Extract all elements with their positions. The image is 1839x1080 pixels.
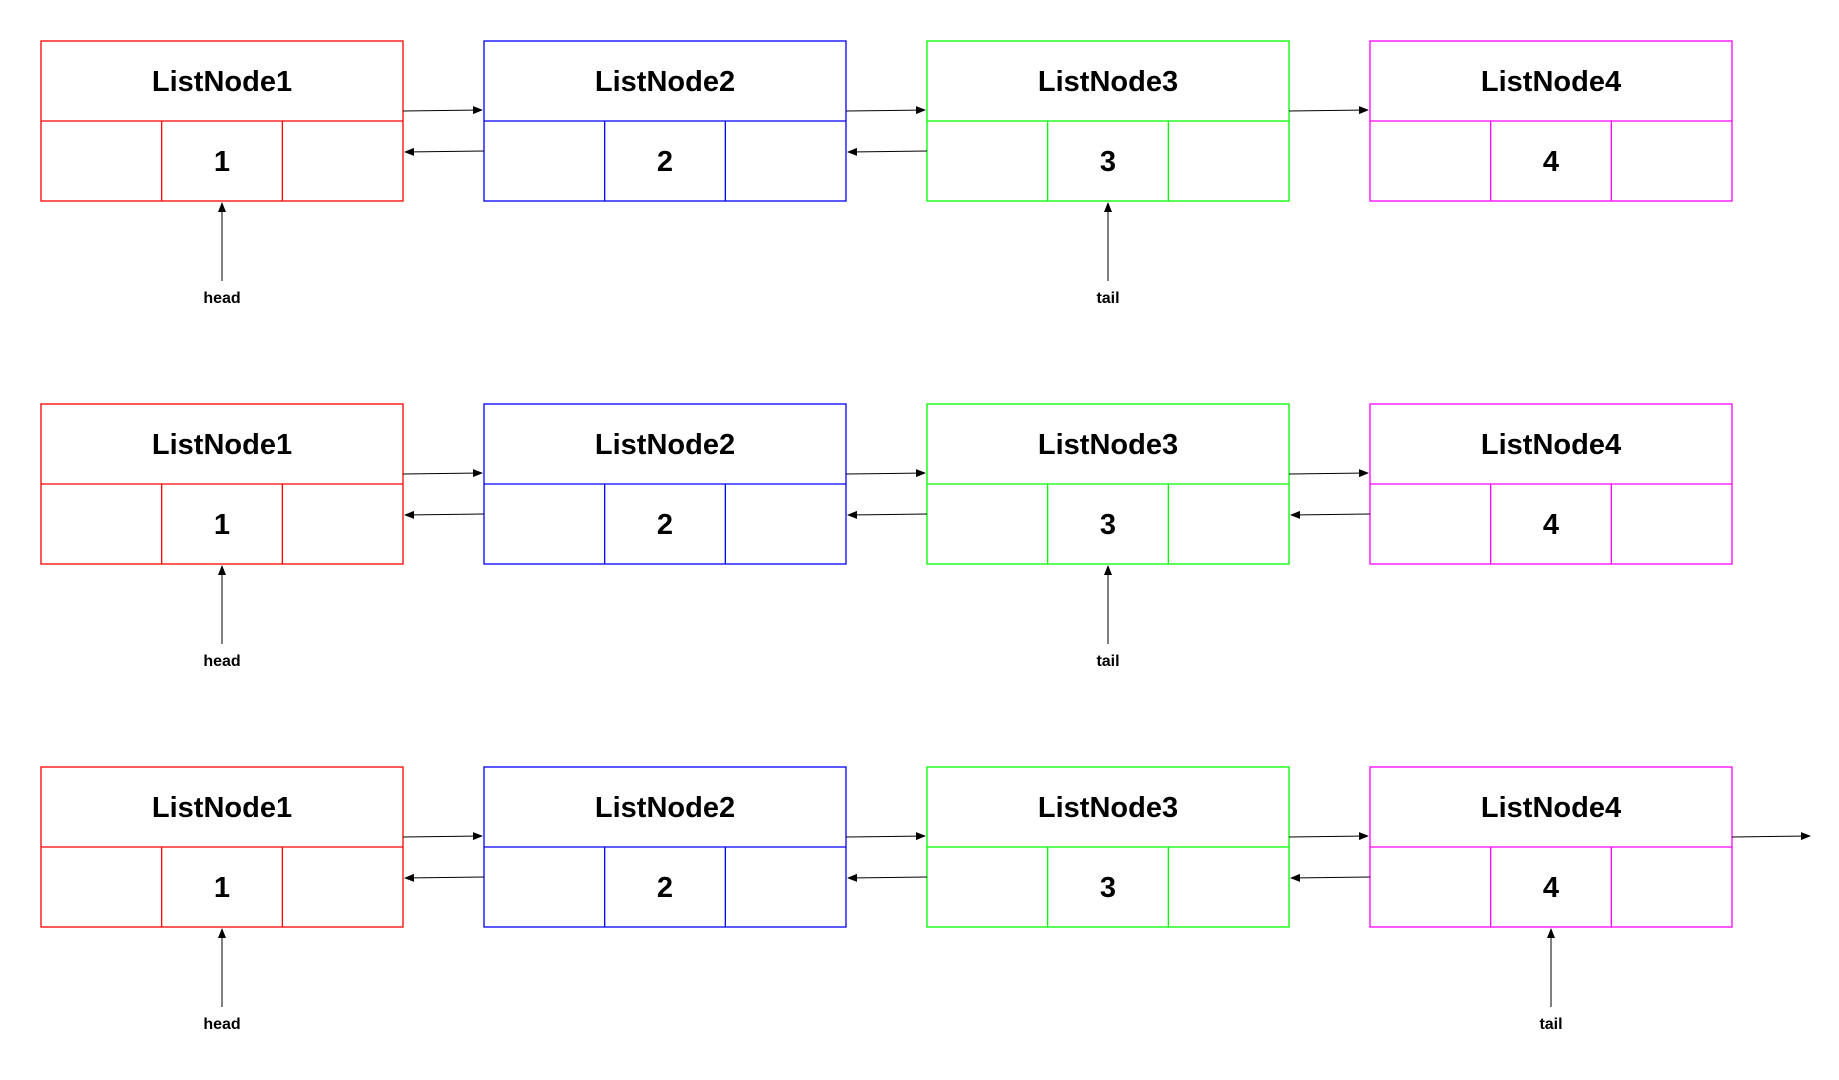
prev-arrow — [1290, 873, 1371, 882]
next-arrow — [402, 832, 483, 841]
list-node-4: ListNode4 4 — [1369, 403, 1733, 565]
node-value: 1 — [214, 509, 230, 541]
node-value: 3 — [1100, 146, 1116, 178]
tail-pointer-label: tail — [1096, 653, 1119, 670]
node-title: ListNode1 — [152, 429, 292, 461]
node-value: 3 — [1100, 872, 1116, 904]
node-title: ListNode4 — [1481, 429, 1621, 461]
prev-arrow — [1290, 510, 1371, 519]
list-row-1: ListNode1 1 ListNode2 2 ListNode3 3 ListNode4 4… — [40, 40, 1733, 307]
node-title: ListNode1 — [152, 66, 292, 98]
node-title: ListNode2 — [595, 792, 735, 824]
tail-pointer-label: tail — [1539, 1016, 1562, 1033]
next-arrow — [402, 469, 483, 478]
list-node-4: ListNode4 4 — [1369, 766, 1733, 928]
list-node-1: ListNode1 1 — [40, 40, 404, 202]
node-title: ListNode4 — [1481, 792, 1621, 824]
head-pointer-label: head — [203, 1016, 240, 1033]
head-pointer-label: head — [203, 290, 240, 307]
prev-arrow — [404, 147, 485, 156]
prev-arrow — [847, 873, 928, 882]
next-arrow — [402, 106, 483, 115]
node-value: 3 — [1100, 509, 1116, 541]
prev-arrow — [847, 510, 928, 519]
prev-arrow — [847, 147, 928, 156]
list-node-4: ListNode4 4 — [1369, 40, 1733, 202]
tail-pointer-label: tail — [1096, 290, 1119, 307]
list-node-2: ListNode2 2 — [483, 40, 847, 202]
prev-arrow — [404, 873, 485, 882]
node-value: 2 — [657, 146, 673, 178]
head-pointer-label: head — [203, 653, 240, 670]
next-arrow — [845, 832, 926, 841]
list-row-2: ListNode1 1 ListNode2 2 ListNode3 3 ListNode4 4… — [40, 403, 1733, 670]
node-value: 4 — [1543, 146, 1559, 178]
next-arrow — [845, 106, 926, 115]
node-title: ListNode2 — [595, 66, 735, 98]
next-arrow — [1288, 832, 1369, 841]
node-title: ListNode3 — [1038, 66, 1178, 98]
node-value: 4 — [1543, 872, 1559, 904]
next-arrow — [845, 469, 926, 478]
node-value: 2 — [657, 509, 673, 541]
node-value: 4 — [1543, 509, 1559, 541]
node-value: 1 — [214, 872, 230, 904]
node-title: ListNode1 — [152, 792, 292, 824]
list-node-3: ListNode3 3 — [926, 40, 1290, 202]
list-node-3: ListNode3 3 — [926, 403, 1290, 565]
list-node-1: ListNode1 1 — [40, 403, 404, 565]
node-title: ListNode3 — [1038, 429, 1178, 461]
node-title: ListNode4 — [1481, 66, 1621, 98]
trailing-next-arrow — [1731, 832, 1811, 841]
list-node-1: ListNode1 1 — [40, 766, 404, 928]
prev-arrow — [404, 510, 485, 519]
node-value: 2 — [657, 872, 673, 904]
list-node-2: ListNode2 2 — [483, 403, 847, 565]
list-row-3: ListNode1 1 ListNode2 2 ListNode3 3 ListNode4 4… — [40, 766, 1811, 1033]
node-value: 1 — [214, 146, 230, 178]
node-title: ListNode3 — [1038, 792, 1178, 824]
list-node-2: ListNode2 2 — [483, 766, 847, 928]
next-arrow — [1288, 469, 1369, 478]
list-node-3: ListNode3 3 — [926, 766, 1290, 928]
next-arrow — [1288, 106, 1369, 115]
node-title: ListNode2 — [595, 429, 735, 461]
